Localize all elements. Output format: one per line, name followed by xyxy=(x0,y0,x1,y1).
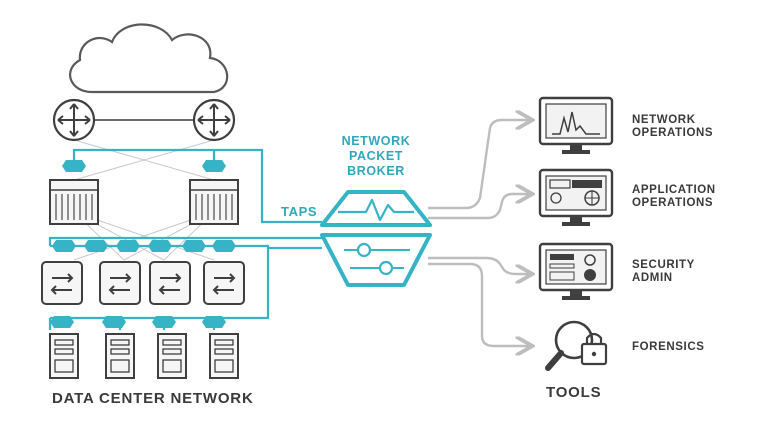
tap-icon xyxy=(152,316,176,328)
tap-icon xyxy=(84,240,108,252)
tap-icon xyxy=(202,316,226,328)
cloud-icon xyxy=(69,23,229,94)
tap-icon xyxy=(212,240,236,252)
packet-broker-label: NETWORK PACKET BROKER xyxy=(341,134,411,178)
tap-icon xyxy=(50,316,74,328)
tap-markers xyxy=(50,160,236,328)
application-operations-monitor-icon xyxy=(538,168,614,226)
server-1-icon xyxy=(49,333,79,379)
server-2-icon xyxy=(105,333,135,379)
leaf-switch-1-icon xyxy=(41,261,83,305)
leaf-switch-2-icon xyxy=(99,261,141,305)
tool-arrows xyxy=(428,120,530,346)
server-4-icon xyxy=(209,333,239,379)
packet-broker-icon xyxy=(320,190,432,287)
data-center-network-label: DATA CENTER NETWORK xyxy=(52,390,254,407)
tool-label-application-operations: APPLICATION OPERATIONS xyxy=(632,184,716,209)
tap-icon xyxy=(202,160,226,172)
tool-label-security-admin: SECURITY ADMIN xyxy=(632,259,695,284)
taps-label: TAPS xyxy=(281,204,318,219)
server-3-icon xyxy=(157,333,187,379)
tool-label-network-operations: NETWORK OPERATIONS xyxy=(632,114,714,139)
tap-icon xyxy=(116,240,140,252)
tap-icon xyxy=(182,240,206,252)
spine-switch-right-icon xyxy=(189,179,239,225)
tap-icon xyxy=(62,160,86,172)
spine-switch-left-icon xyxy=(49,179,99,225)
network-operations-monitor-icon xyxy=(538,96,614,154)
tap-icon xyxy=(52,240,76,252)
security-admin-monitor-icon xyxy=(538,242,614,300)
router-left-icon xyxy=(52,98,96,142)
forensics-magnifier-icon xyxy=(545,320,608,371)
leaf-switch-4-icon xyxy=(203,261,245,305)
tap-icon xyxy=(148,240,172,252)
router-right-icon xyxy=(192,98,236,142)
tools-label: TOOLS xyxy=(546,384,602,401)
leaf-switch-3-icon xyxy=(149,261,191,305)
tap-icon xyxy=(102,316,126,328)
tool-label-forensics: FORENSICS xyxy=(632,341,705,353)
